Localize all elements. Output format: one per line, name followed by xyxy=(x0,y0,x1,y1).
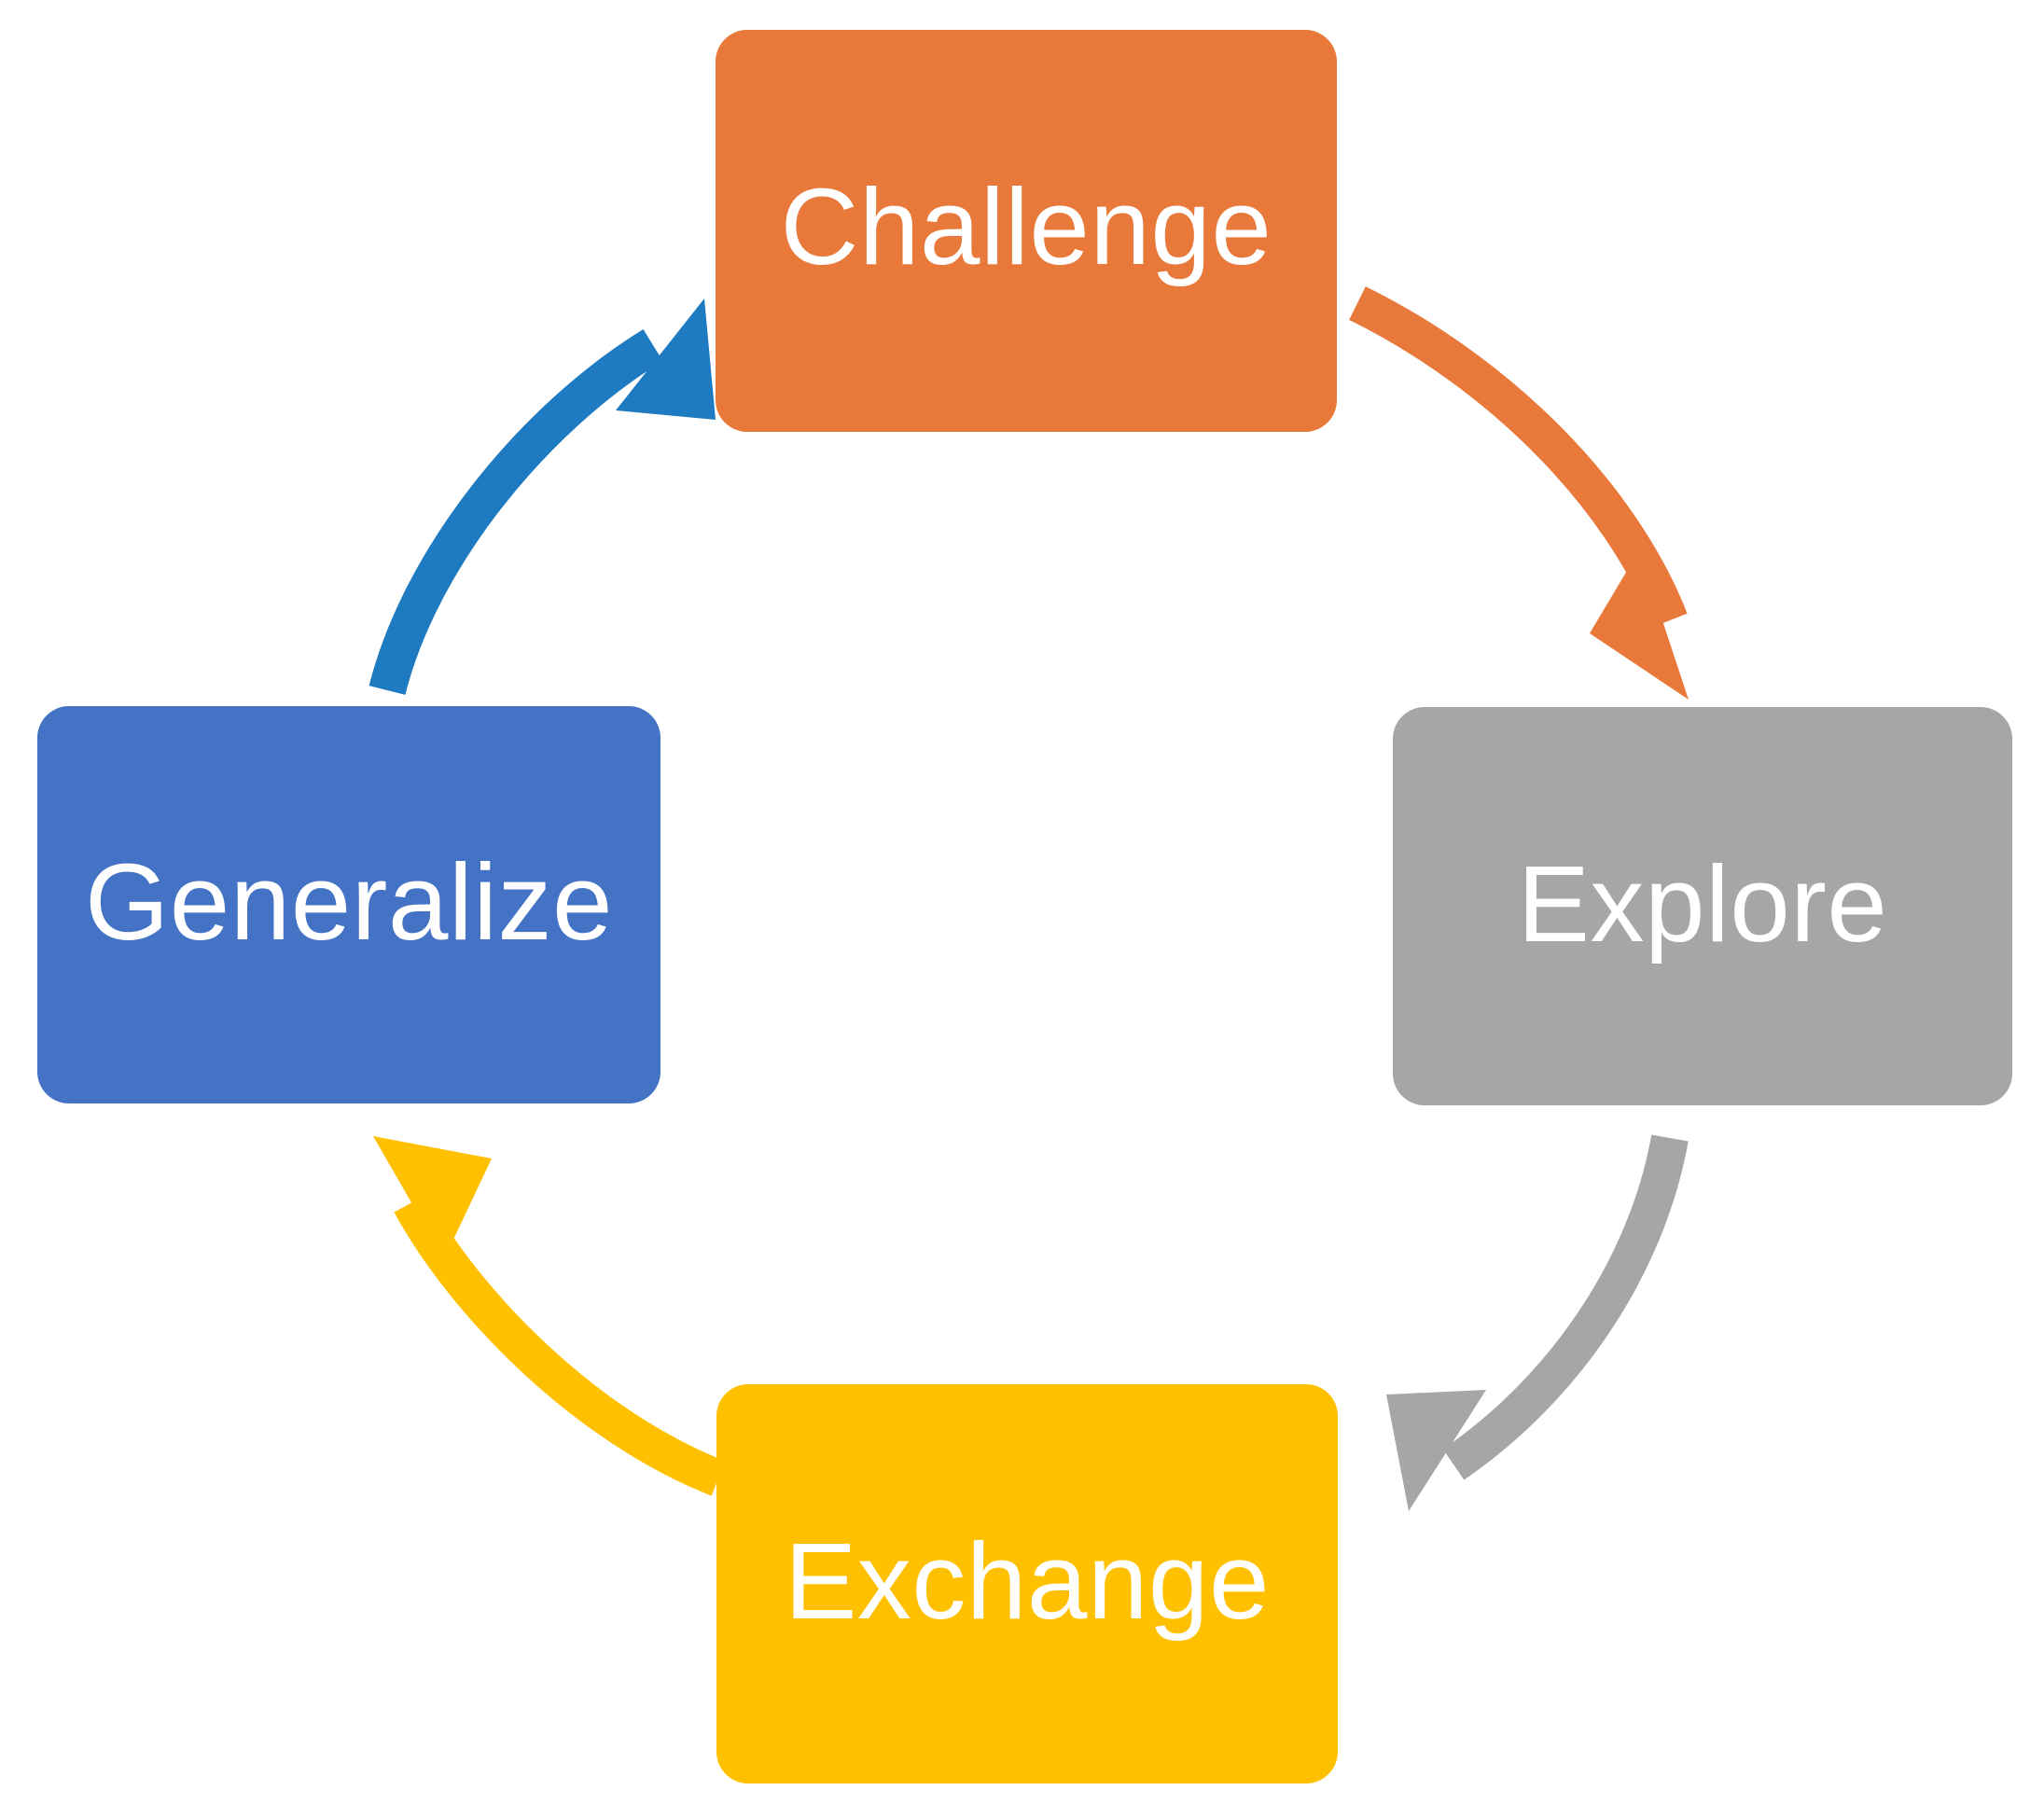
arrow-challenge-to-explore xyxy=(1349,286,1689,700)
node-explore-label: Explore xyxy=(1517,842,1888,965)
node-generalize-label: Generalize xyxy=(85,841,613,964)
arrow-explore-to-exchange xyxy=(1386,1134,1689,1511)
node-generalize[interactable]: Generalize xyxy=(37,706,660,1103)
node-challenge-label: Challenge xyxy=(780,165,1272,287)
node-exchange-label: Exchange xyxy=(785,1520,1270,1643)
node-exchange[interactable]: Exchange xyxy=(716,1384,1338,1783)
arrow-exchange-to-generalize xyxy=(373,1136,726,1496)
node-challenge[interactable]: Challenge xyxy=(716,30,1337,432)
node-explore[interactable]: Explore xyxy=(1393,707,2012,1105)
arrow-generalize-to-challenge xyxy=(368,298,716,695)
